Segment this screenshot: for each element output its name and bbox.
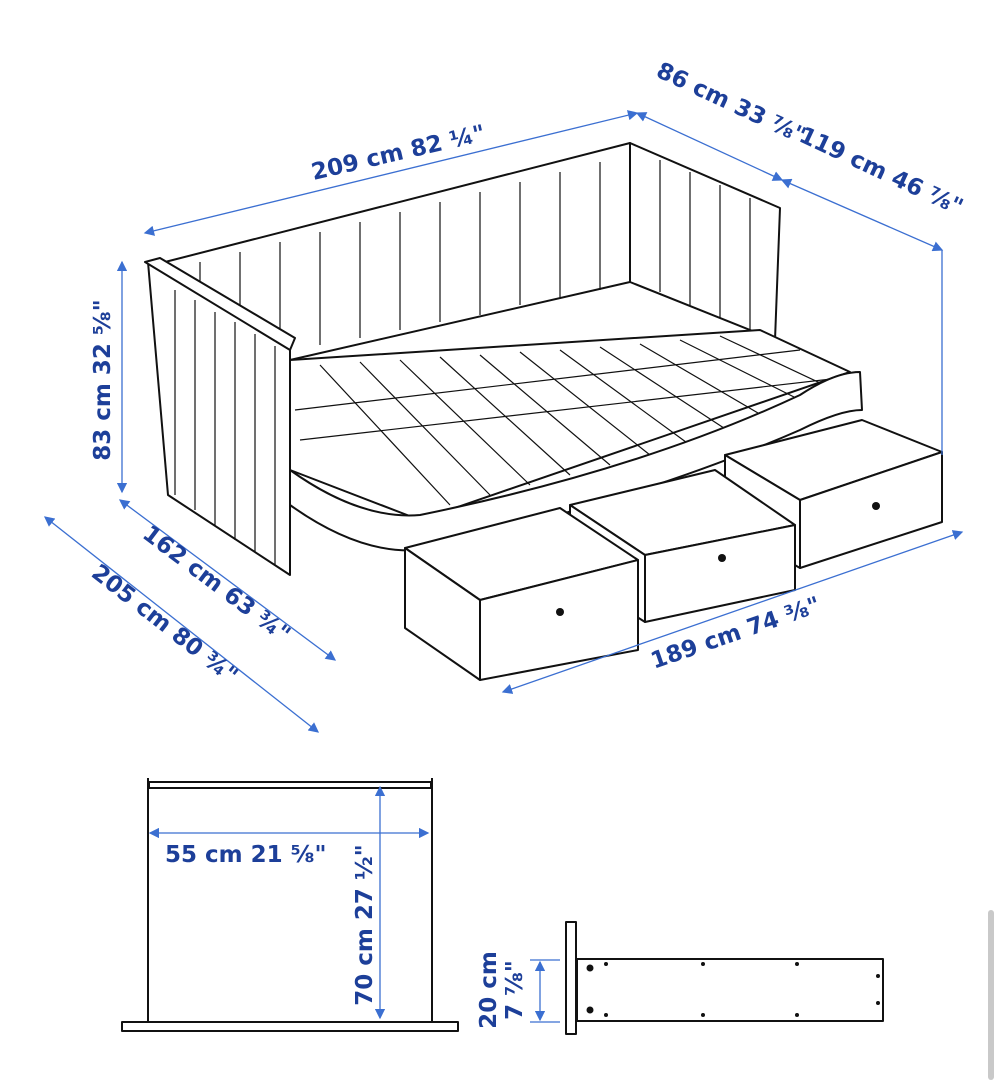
drawer-height-cm-label: 20 cm	[476, 951, 502, 1029]
drawer-depth-label: 70 cm 27 ½"	[352, 844, 378, 1005]
length-label: 209 cm 82 ¼"	[309, 121, 488, 186]
height-label: 83 cm 32 ⅝"	[90, 299, 116, 460]
depth-single-label: 86 cm 33 ⅞"	[652, 58, 809, 150]
drawer-side-view	[530, 921, 884, 1035]
vertical-scrollbar[interactable]	[988, 910, 994, 1080]
daybed-drawing	[144, 142, 943, 681]
drawer-top-view	[121, 778, 459, 1032]
drawer-height-in-label: 7 ⅞"	[502, 960, 528, 1020]
depth-single-label-cm: 86 cm 33 ⅞"	[652, 58, 809, 150]
drawer-width-label: 55 cm 21 ⅝"	[165, 842, 326, 868]
depth-extended-label: 119 cm 46 ⅞"	[795, 122, 967, 221]
dimension-lines	[43, 110, 964, 733]
